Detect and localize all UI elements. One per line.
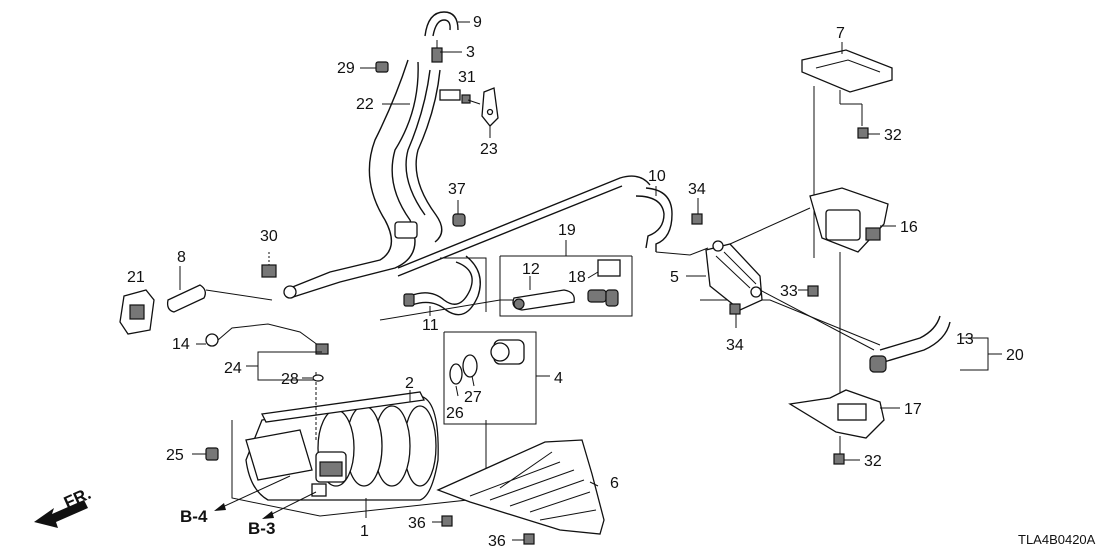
bolt-32b [833,453,845,465]
callout-37: 37 [448,181,466,198]
grommet-37 [452,213,466,227]
hose-11 [403,255,487,316]
callout-32a: 32 [884,127,902,144]
bolt-36a [441,515,453,527]
callout-6: 6 [610,475,619,492]
callout-28: 28 [281,371,299,388]
callout-30: 30 [260,228,278,245]
hose-10 [635,187,709,256]
callout-33: 33 [780,283,798,300]
sensor-14 [205,323,329,355]
bracket-7 [801,49,893,258]
bolt-25 [205,447,219,461]
vapor-tube-upper [397,175,651,277]
group-4 [443,331,550,425]
callout-11: 11 [422,317,439,334]
callout-21: 21 [127,269,145,286]
callout-17: 17 [904,401,922,418]
callouts: 9 3 29 31 22 23 37 30 21 8 14 24 28 25 1… [127,14,1024,550]
callout-31: 31 [458,69,476,86]
bracket-23 [481,87,499,127]
hose-8 [166,284,273,313]
callout-7: 7 [836,25,845,42]
bracket-17 [788,389,885,454]
callout-22: 22 [356,96,374,113]
callout-24: 24 [224,360,242,377]
callout-26: 26 [446,405,464,422]
group-19 [499,240,633,317]
callout-18: 18 [568,269,586,286]
shield-6 [436,439,605,535]
solenoid-16 [809,187,889,400]
group-20 [960,337,1002,371]
leader-lines [179,21,900,541]
callout-13: 13 [956,331,974,348]
callout-10: 10 [648,168,666,185]
callout-36a: 36 [408,515,426,532]
hose-9 [424,11,459,37]
callout-23: 23 [480,141,498,158]
reference-b3: B-3 [248,519,275,538]
clip-29 [375,61,389,73]
callout-20: 20 [1006,347,1024,364]
callout-12: 12 [522,261,540,278]
callout-29: 29 [337,60,355,77]
callout-34a: 34 [688,181,706,198]
callout-32b: 32 [864,453,882,470]
drawing-code: TLA4B0420A [1018,532,1096,547]
canister-2 [231,391,487,517]
callout-2: 2 [405,375,414,392]
bolt-32a [857,127,869,139]
callout-16: 16 [900,219,918,236]
callout-8: 8 [177,249,186,266]
callout-3: 3 [466,44,475,61]
bolt-33 [807,285,819,297]
group-24 [257,351,324,440]
front-arrow-icon [34,500,88,528]
callout-25: 25 [166,447,184,464]
callout-27: 27 [464,389,482,406]
hose-13 [759,289,951,373]
valve-5 [705,207,811,311]
bolt-36b [523,533,535,545]
reference-arrows [214,475,317,519]
bolt-34b [729,303,741,315]
mount-21 [119,289,155,335]
callout-36b: 36 [488,533,506,550]
callout-14: 14 [172,336,190,353]
connector-3 [431,40,443,63]
vent-hose-22 [283,59,461,299]
callout-9: 9 [473,14,482,31]
direction-label: FR. [61,484,94,512]
vapor-tube-lower [379,299,881,346]
reference-b4: B-4 [180,507,208,526]
callout-4: 4 [554,370,563,387]
nut-31 [461,94,471,104]
bolt-34a [691,213,703,225]
callout-5: 5 [670,269,679,286]
callout-34b: 34 [726,337,744,354]
callout-19: 19 [558,222,576,239]
clip-30 [261,252,277,278]
callout-1: 1 [360,523,369,540]
